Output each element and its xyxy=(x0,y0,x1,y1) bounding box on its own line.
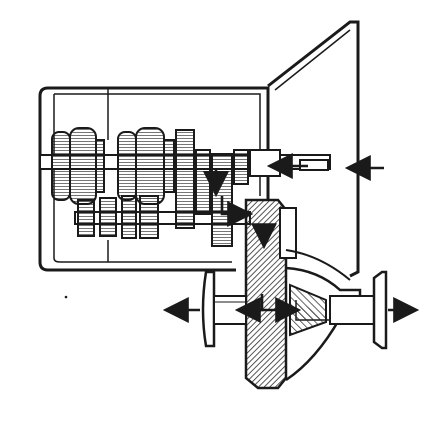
bell-housing xyxy=(267,20,360,278)
input-shaft xyxy=(39,149,331,177)
transmission-case xyxy=(38,86,270,272)
synchronizer-sleeve-2 xyxy=(117,131,137,201)
right-drive-flange xyxy=(329,270,388,350)
synchronizer-sleeve-1 xyxy=(51,131,71,201)
ring-gear xyxy=(244,198,297,390)
gear-cluster xyxy=(51,127,249,247)
left-drive-flange xyxy=(201,270,247,348)
stray-mark xyxy=(64,295,68,299)
power-flow-arrows xyxy=(162,153,420,323)
output-transfer-arrow xyxy=(220,196,254,227)
